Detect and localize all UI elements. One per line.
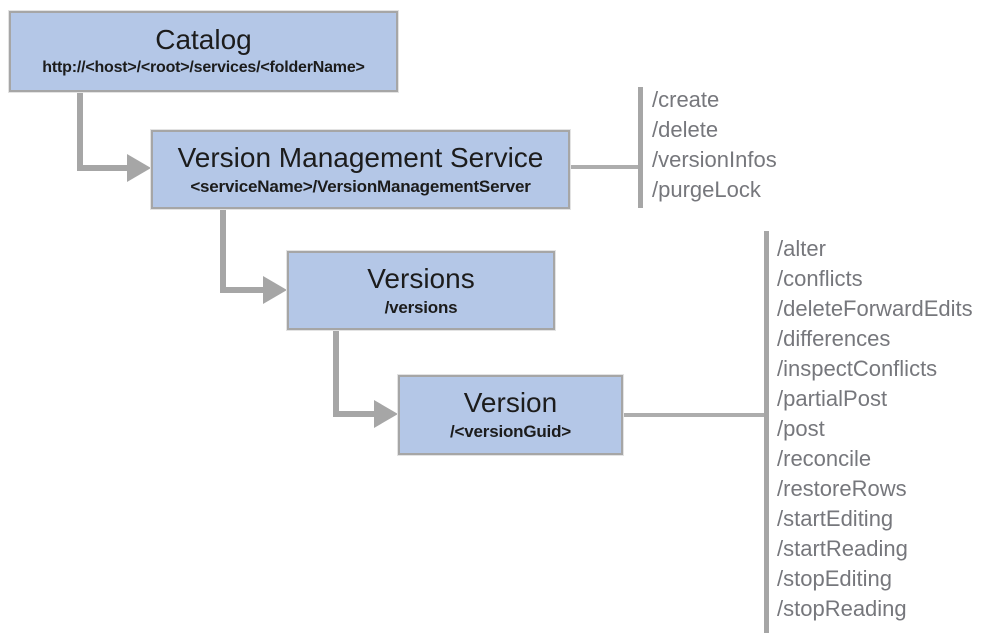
- node-title: Version Management Service: [177, 141, 544, 173]
- operation-item: /purgeLock: [652, 177, 761, 202]
- connector-catalog-to-vms-horizontal: [77, 165, 129, 171]
- operation-item: /create: [652, 87, 720, 112]
- operation-item: /stopReading: [777, 596, 907, 621]
- node-title: Versions: [367, 262, 475, 294]
- connector-vms-to-operations: [570, 165, 638, 169]
- connector-versions-to-version-horizontal: [333, 411, 376, 417]
- operation-item: /reconcile: [777, 446, 872, 471]
- operation-item: /inspectConflicts: [777, 356, 938, 381]
- connector-version-to-operations: [623, 413, 764, 417]
- connector-versions-to-version-vertical: [333, 330, 339, 417]
- operation-item: /stopEditing: [777, 566, 892, 591]
- operation-item: /differences: [777, 326, 891, 351]
- operation-item: /startEditing: [777, 506, 894, 531]
- operation-item: /restoreRows: [777, 476, 907, 501]
- operations-bracket-vms: [638, 87, 643, 208]
- node-title: Version: [463, 387, 558, 419]
- node-subtitle: /<versionGuid>: [450, 422, 571, 442]
- node-version: Version /<versionGuid>: [398, 375, 623, 455]
- node-subtitle: http://<host>/<root>/services/<folderNam…: [42, 59, 365, 77]
- node-subtitle: /versions: [384, 297, 458, 317]
- operation-item: /conflicts: [777, 266, 863, 291]
- connector-catalog-to-vms-vertical: [77, 92, 83, 171]
- node-title: Catalog: [155, 24, 252, 56]
- connector-vms-to-versions-horizontal: [220, 287, 265, 293]
- node-subtitle: <serviceName>/VersionManagementServer: [190, 176, 531, 196]
- node-versions: Versions /versions: [287, 251, 555, 330]
- operation-item: /deleteForwardEdits: [777, 296, 973, 321]
- operation-item: /alter: [777, 236, 826, 261]
- operation-item: /versionInfos: [652, 147, 777, 172]
- node-catalog: Catalog http://<host>/<root>/services/<f…: [9, 11, 398, 92]
- vms-operations-list: /create /delete /versionInfos /purgeLock: [652, 85, 777, 205]
- operation-item: /delete: [652, 117, 719, 142]
- operations-bracket-version: [764, 231, 769, 633]
- operation-item: /startReading: [777, 536, 908, 561]
- node-version-management-service: Version Management Service <serviceName>…: [151, 130, 570, 209]
- connector-vms-to-versions-vertical: [220, 209, 226, 293]
- version-operations-list: /alter /conflicts /deleteForwardEdits /d…: [777, 234, 973, 624]
- operation-item: /post: [777, 416, 825, 441]
- arrowhead-icon: [127, 154, 151, 182]
- arrowhead-icon: [263, 276, 287, 304]
- arrowhead-icon: [374, 400, 398, 428]
- operation-item: /partialPost: [777, 386, 888, 411]
